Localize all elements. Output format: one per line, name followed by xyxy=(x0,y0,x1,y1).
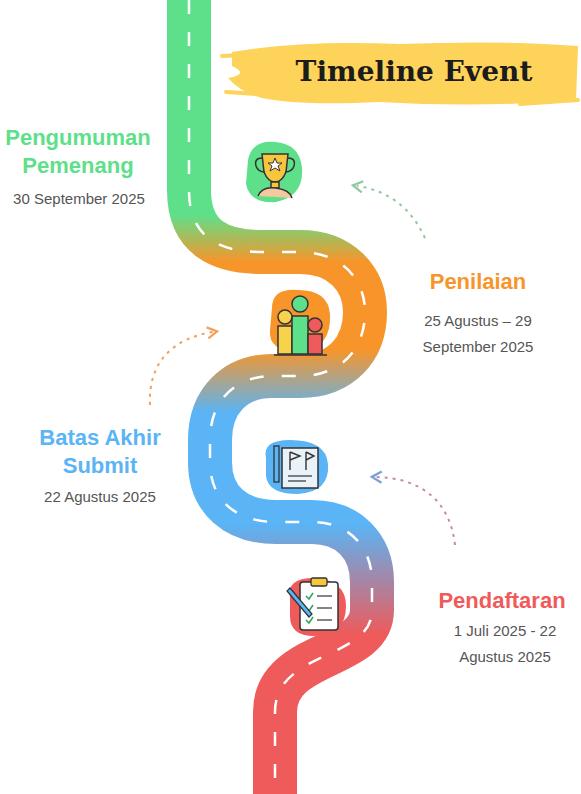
dotted-arrow xyxy=(150,332,213,405)
finish-document-icon xyxy=(266,440,329,494)
title-text: Timeline Event xyxy=(296,54,533,90)
stage-date: 30 September 2025 xyxy=(4,186,154,212)
dotted-arrow xyxy=(376,477,455,545)
trophy-icon xyxy=(246,142,302,202)
stage-heading: Pengumuman Pemenang xyxy=(4,124,152,180)
stage-date: 25 Agustus – 29 September 2025 xyxy=(403,308,553,360)
stage-heading: Batas Akhir Submit xyxy=(25,424,175,480)
road xyxy=(189,0,372,794)
road-dashes xyxy=(189,0,372,794)
stage-heading: Pendaftaran xyxy=(427,587,577,615)
clipboard-icon xyxy=(287,578,346,636)
ranking-icon xyxy=(270,290,330,355)
stage-heading: Penilaian xyxy=(403,268,553,296)
stage-date: 1 Juli 2025 - 22 Agustus 2025 xyxy=(435,618,575,670)
stage-date: 22 Agustus 2025 xyxy=(25,484,175,510)
dotted-arrow xyxy=(357,186,425,238)
